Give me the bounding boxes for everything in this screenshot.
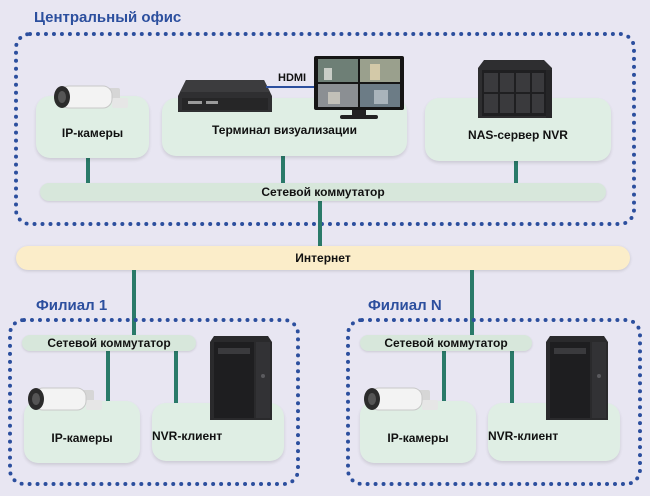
branchN-ip-camera-icon (364, 387, 438, 411)
central-office-boundary (14, 32, 636, 226)
wire-central-switch-internet (318, 200, 322, 246)
branch1-nvr-client-label: NVR-клиент (152, 429, 223, 443)
hdmi-label: HDMI (278, 72, 307, 84)
wire-internet-branch1 (132, 270, 136, 336)
branchN-nvr-device-icon (546, 336, 608, 420)
branchN-nvr-client-label: NVR-клиент (488, 429, 559, 443)
branchN-ip-cameras-label: IP-камеры (387, 431, 449, 445)
wire-branch1-nvr (174, 351, 178, 403)
branchN-ip-cameras-card: IP-камеры (360, 401, 476, 463)
ip-camera-icon (54, 85, 128, 109)
branch1-ip-cameras-label: IP-камеры (51, 431, 113, 445)
terminal-device-icon (178, 80, 272, 112)
wire-branchN-cameras (442, 351, 446, 401)
wire-branch1-cameras (106, 351, 110, 401)
nas-server-icon (478, 60, 552, 118)
hdmi-cable (266, 86, 316, 88)
terminal-label: Терминал визуализации (212, 123, 357, 137)
branchN-boundary (346, 318, 642, 486)
nas-label: NAS-сервер NVR (468, 128, 568, 142)
branch1-ip-camera-icon (28, 387, 102, 411)
wire-cameras-switch (86, 158, 90, 184)
central-office-title: Центральный офис (34, 9, 182, 26)
branchN-network-switch: Сетевой коммутатор (360, 335, 532, 351)
ip-cameras-label: IP-камеры (61, 126, 124, 140)
wire-branchN-nvr (510, 351, 514, 403)
wire-nas-switch (514, 161, 518, 184)
wire-terminal-switch (281, 156, 285, 184)
branch1-boundary (8, 318, 300, 486)
central-network-switch: Сетевой коммутатор (40, 183, 606, 201)
branch1-ip-cameras-card: IP-камеры (24, 401, 140, 463)
branch1-title: Филиал 1 (36, 297, 108, 314)
internet-bar: Интернет (16, 246, 630, 270)
branch1-nvr-device-icon (210, 336, 272, 420)
branch1-network-switch: Сетевой коммутатор (22, 335, 196, 351)
branchN-title: Филиал N (368, 297, 442, 314)
wire-internet-branchN (470, 270, 474, 336)
monitor-icon (314, 56, 404, 119)
